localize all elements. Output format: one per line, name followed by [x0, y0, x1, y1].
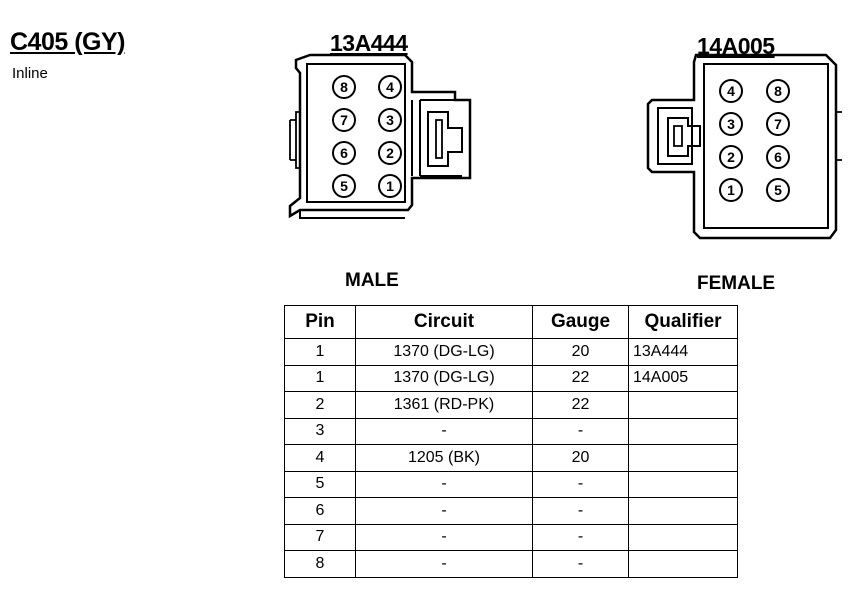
cell-qualifier: [628, 470, 738, 498]
cell-pin: 5: [284, 470, 356, 498]
svg-text:8: 8: [340, 79, 348, 95]
female-pin-5: [766, 178, 790, 202]
cell-gauge: -: [532, 470, 629, 498]
cell-gauge: -: [532, 417, 629, 445]
female-pin-numbers: 4 8 3 7 2 6 1 5: [727, 83, 782, 198]
svg-text:5: 5: [774, 182, 782, 198]
cell-pin: 4: [284, 444, 356, 472]
male-pin-circles: [332, 75, 402, 198]
svg-text:3: 3: [386, 112, 394, 128]
svg-text:7: 7: [774, 116, 782, 132]
cell-circuit: -: [355, 523, 533, 551]
cell-qualifier: [628, 391, 738, 419]
cell-gauge: -: [532, 550, 629, 578]
svg-text:2: 2: [727, 149, 735, 165]
cell-pin: 3: [284, 417, 356, 445]
svg-text:5: 5: [340, 178, 348, 194]
connector-id: C405 (GY): [10, 28, 125, 56]
cell-qualifier: [628, 444, 738, 472]
cell-circuit: 1370 (DG-LG): [355, 338, 533, 366]
cell-circuit: 1370 (DG-LG): [355, 364, 533, 392]
svg-text:6: 6: [774, 149, 782, 165]
cell-gauge: 20: [532, 338, 629, 366]
pinout-table: Pin Circuit Gauge Qualifier 1 1370 (DG-L…: [284, 305, 738, 578]
svg-text:6: 6: [340, 145, 348, 161]
table-header-row: Pin Circuit Gauge Qualifier: [284, 305, 738, 339]
cell-pin: 6: [284, 497, 356, 525]
cell-pin: 7: [284, 523, 356, 551]
male-label: MALE: [345, 270, 399, 291]
table-row: 1 1370 (DG-LG) 20 13A444: [284, 338, 738, 366]
cell-gauge: -: [532, 523, 629, 551]
female-connector-housing: [646, 53, 842, 240]
table-row: 7 - -: [284, 523, 738, 551]
svg-text:1: 1: [727, 182, 735, 198]
svg-text:7: 7: [340, 112, 348, 128]
cell-qualifier: 14A005: [628, 364, 738, 392]
female-pin-7: [766, 112, 790, 136]
cell-pin: 1: [284, 364, 356, 392]
table-row: 2 1361 (RD-PK) 22: [284, 391, 738, 419]
male-pin-2: [378, 141, 402, 165]
cell-gauge: 20: [532, 444, 629, 472]
female-pin-1: [719, 178, 743, 202]
female-pin-6: [766, 145, 790, 169]
table-row: 5 - -: [284, 470, 738, 498]
male-connector-housing: [288, 53, 472, 219]
male-pin-6: [332, 141, 356, 165]
cell-qualifier: [628, 417, 738, 445]
cell-pin: 8: [284, 550, 356, 578]
female-pin-circles: [719, 79, 790, 202]
svg-text:2: 2: [386, 145, 394, 161]
cell-qualifier: [628, 497, 738, 525]
header-circuit: Circuit: [355, 305, 533, 339]
cell-pin: 1: [284, 338, 356, 366]
female-pin-4: [719, 79, 743, 103]
cell-circuit: -: [355, 470, 533, 498]
cell-qualifier: 13A444: [628, 338, 738, 366]
male-part-number: 13A444: [330, 30, 408, 56]
connector-drawings: 8 4 7 3 6 2 5 1 4 8 3 7 2 6 1 5: [288, 53, 842, 240]
cell-circuit: -: [355, 550, 533, 578]
svg-text:4: 4: [386, 79, 394, 95]
header-pin: Pin: [284, 305, 356, 339]
cell-gauge: 22: [532, 391, 629, 419]
header-gauge: Gauge: [532, 305, 629, 339]
cell-pin: 2: [284, 391, 356, 419]
female-pin-3: [719, 112, 743, 136]
cell-circuit: 1361 (RD-PK): [355, 391, 533, 419]
table-row: 3 - -: [284, 417, 738, 445]
cell-gauge: -: [532, 497, 629, 525]
header-qualifier: Qualifier: [628, 305, 738, 339]
cell-circuit: -: [355, 417, 533, 445]
male-pin-3: [378, 108, 402, 132]
cell-circuit: -: [355, 497, 533, 525]
cell-qualifier: [628, 550, 738, 578]
male-pin-7: [332, 108, 356, 132]
table-row: 6 - -: [284, 497, 738, 525]
male-pin-4: [378, 75, 402, 99]
male-pin-8: [332, 75, 356, 99]
svg-text:4: 4: [727, 83, 735, 99]
svg-text:3: 3: [727, 116, 735, 132]
female-pin-2: [719, 145, 743, 169]
table-row: 1 1370 (DG-LG) 22 14A005: [284, 364, 738, 392]
female-label: FEMALE: [697, 273, 776, 294]
male-pin-1: [378, 174, 402, 198]
female-pin-8: [766, 79, 790, 103]
svg-text:8: 8: [774, 83, 782, 99]
connector-type: Inline: [12, 65, 48, 82]
table-row: 4 1205 (BK) 20: [284, 444, 738, 472]
male-pin-5: [332, 174, 356, 198]
cell-circuit: 1205 (BK): [355, 444, 533, 472]
cell-gauge: 22: [532, 364, 629, 392]
male-pin-numbers: 8 4 7 3 6 2 5 1: [340, 79, 394, 194]
svg-text:1: 1: [386, 178, 394, 194]
cell-qualifier: [628, 523, 738, 551]
table-row: 8 - -: [284, 550, 738, 578]
